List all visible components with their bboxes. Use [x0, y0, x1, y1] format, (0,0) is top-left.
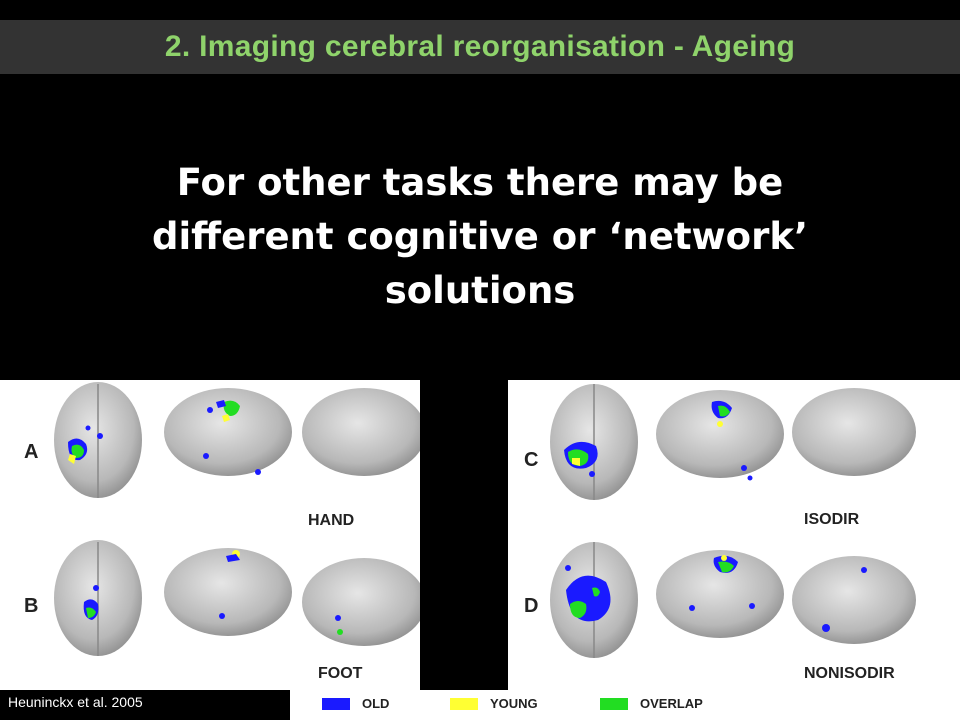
slide-heading: For other tasks there may be different c…	[80, 156, 880, 318]
brain-side-view-d	[656, 550, 784, 638]
panel-c-letter: C	[524, 449, 538, 471]
brain-figure-left: A HAND B FOOT	[0, 380, 426, 690]
citation: Heuninckx et al. 2005	[8, 694, 143, 710]
panel-a-task: HAND	[308, 512, 354, 529]
panel-a-letter: A	[24, 441, 38, 463]
panel-b-letter: B	[24, 595, 38, 617]
brain-medial-view-b	[302, 558, 426, 646]
heading-line-3: solutions	[384, 269, 576, 312]
title-bar	[0, 20, 960, 74]
panel-b-task: FOOT	[318, 665, 363, 682]
brain-medial-view-c	[792, 388, 916, 476]
brain-side-view-a	[164, 388, 292, 476]
heading-line-2: different cognitive or ‘network’	[151, 215, 809, 258]
brain-figure-right-svg: C ISODIR D NONISODIR	[524, 384, 916, 682]
brain-side-view-b	[164, 548, 292, 636]
panel-d-task: NONISODIR	[804, 665, 895, 682]
brain-medial-view-d	[792, 556, 916, 644]
brain-figure-left-svg: A HAND B FOOT	[24, 382, 426, 682]
brain-figure-right: C ISODIR D NONISODIR	[508, 380, 960, 690]
brain-side-view-c	[656, 390, 784, 478]
legend-swatch-old	[322, 698, 350, 710]
panel-c-task: ISODIR	[804, 511, 860, 528]
brain-medial-view-a	[302, 388, 426, 476]
panel-d-letter: D	[524, 595, 538, 617]
slide-title: 2. Imaging cerebral reorganisation - Age…	[164, 30, 796, 63]
legend-label-young: YOUNG	[490, 696, 538, 711]
heading-line-1: For other tasks there may be	[176, 161, 784, 204]
legend-swatch-young	[450, 698, 478, 710]
legend-label-old: OLD	[362, 696, 390, 711]
legend: OLD YOUNG OVERLAP	[290, 690, 960, 720]
legend-swatch-overlap	[600, 698, 628, 710]
legend-label-overlap: OVERLAP	[640, 696, 703, 711]
